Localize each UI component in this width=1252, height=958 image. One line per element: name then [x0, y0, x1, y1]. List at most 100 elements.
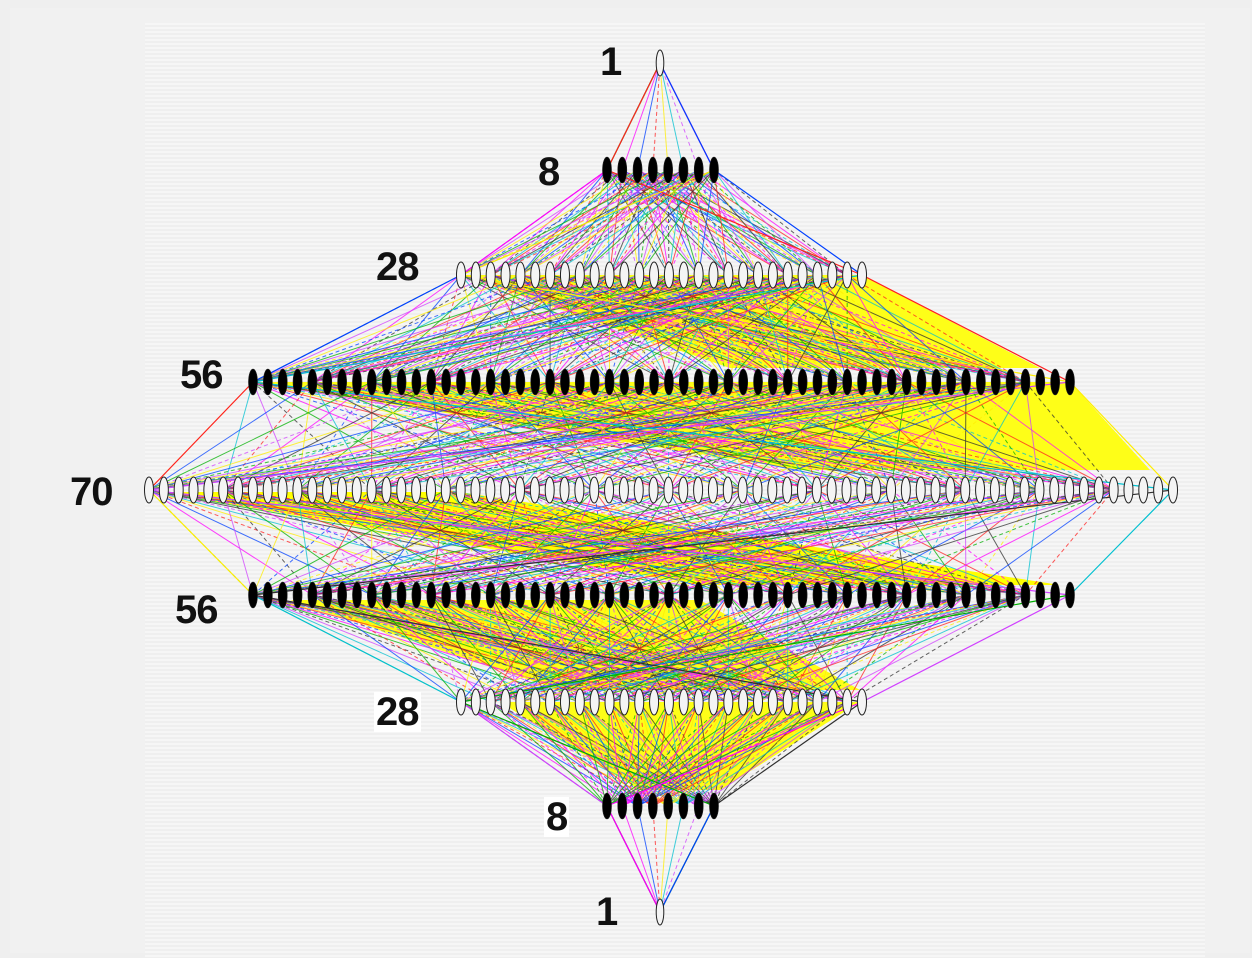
graph-node [828, 689, 837, 715]
graph-node [754, 689, 763, 715]
graph-node [694, 582, 703, 608]
graph-node [648, 793, 657, 819]
graph-node [739, 369, 748, 395]
edge-line [660, 806, 714, 912]
graph-node [813, 369, 822, 395]
graph-node [486, 689, 495, 715]
graph-node [710, 793, 719, 819]
graph-node [516, 582, 525, 608]
layer-label-lower-56: 56 [175, 590, 218, 630]
graph-node [501, 369, 510, 395]
graph-node [248, 477, 257, 503]
graph-node [605, 262, 614, 288]
graph-node [976, 582, 985, 608]
graph-node [412, 369, 421, 395]
graph-node [976, 369, 985, 395]
graph-node [293, 582, 302, 608]
graph-node [575, 369, 584, 395]
graph-node [575, 689, 584, 715]
graph-node [768, 582, 777, 608]
graph-node [516, 477, 525, 503]
graph-node [367, 477, 376, 503]
graph-node [828, 262, 837, 288]
graph-node [650, 689, 659, 715]
graph-node [932, 582, 941, 608]
edge-line [491, 170, 714, 275]
graph-node [694, 793, 703, 819]
graph-node [798, 369, 807, 395]
graph-node [382, 582, 391, 608]
graph-node [337, 477, 346, 503]
graph-node [917, 582, 926, 608]
graph-node [1066, 369, 1075, 395]
graph-node [739, 262, 748, 288]
graph-node [620, 369, 629, 395]
graph-node [1154, 477, 1163, 503]
graph-node [456, 477, 465, 503]
graph-node [620, 262, 629, 288]
graph-node [932, 369, 941, 395]
graph-node [278, 477, 287, 503]
graph-node [931, 477, 940, 503]
graph-node [694, 157, 703, 183]
graph-node [768, 689, 777, 715]
graph-node [1139, 477, 1148, 503]
graph-node [382, 477, 391, 503]
graph-node [1036, 582, 1045, 608]
graph-node [308, 582, 317, 608]
graph-node [916, 477, 925, 503]
graph-node [753, 477, 762, 503]
edge-line [714, 170, 788, 275]
graph-node [1066, 582, 1075, 608]
graph-node [323, 369, 332, 395]
graph-node [709, 262, 718, 288]
graph-node [486, 477, 495, 503]
graph-node [412, 477, 421, 503]
graph-node [605, 689, 614, 715]
graph-node [263, 582, 272, 608]
graph-node [618, 793, 627, 819]
graph-node [412, 582, 421, 608]
graph-node [590, 477, 599, 503]
graph-node [857, 477, 866, 503]
graph-node [664, 369, 673, 395]
graph-node [293, 477, 302, 503]
graph-node [754, 369, 763, 395]
graph-node [427, 582, 436, 608]
graph-node [902, 582, 911, 608]
graph-node [724, 582, 733, 608]
graph-node [650, 582, 659, 608]
graph-node [961, 477, 970, 503]
graph-node [664, 689, 673, 715]
graph-node [471, 369, 480, 395]
graph-node [858, 262, 867, 288]
graph-node [649, 477, 658, 503]
graph-node [546, 369, 555, 395]
graph-node [545, 477, 554, 503]
graph-node [471, 477, 480, 503]
graph-node [1124, 477, 1133, 503]
graph-node [1021, 369, 1030, 395]
graph-node [486, 582, 495, 608]
edge-line [660, 63, 668, 170]
graph-node [603, 157, 612, 183]
layer-label-top-8: 8 [538, 152, 559, 192]
graph-node [723, 477, 732, 503]
graph-node [531, 582, 540, 608]
graph-node [531, 689, 540, 715]
graph-node [293, 369, 302, 395]
graph-node [159, 477, 168, 503]
graph-node [620, 689, 629, 715]
graph-node [352, 369, 361, 395]
graph-node [145, 477, 154, 503]
graph-node [456, 582, 465, 608]
graph-node [427, 369, 436, 395]
graph-node [656, 899, 664, 925]
graph-node [338, 582, 347, 608]
graph-node [887, 582, 896, 608]
graph-node [842, 477, 851, 503]
graph-node [457, 689, 466, 715]
graph-node [664, 477, 673, 503]
graph-node [352, 477, 361, 503]
graph-node [754, 262, 763, 288]
